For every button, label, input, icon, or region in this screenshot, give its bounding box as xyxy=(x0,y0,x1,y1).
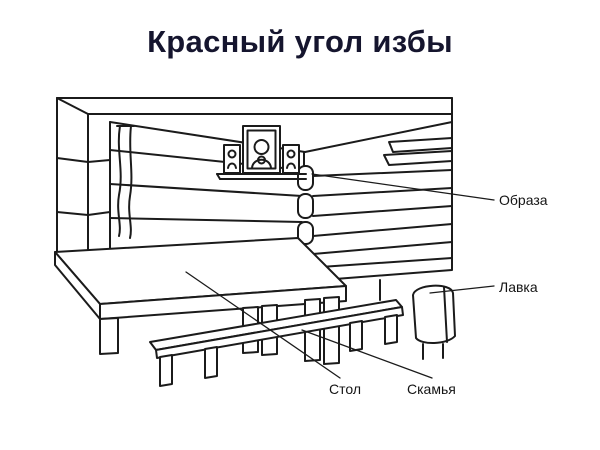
page-title: Красный угол избы xyxy=(147,24,453,59)
label-bench: Скамья xyxy=(407,381,456,397)
leader-line-skamya xyxy=(301,329,433,379)
leader-line-lavka xyxy=(429,285,495,294)
wall-shelf xyxy=(383,137,453,166)
leader-lines xyxy=(185,173,495,379)
label-icons: Образа xyxy=(499,192,548,208)
label-wall-bench: Лавка xyxy=(499,279,538,295)
curtain xyxy=(116,125,135,239)
leader-line-stol xyxy=(185,271,341,379)
stool-drawing xyxy=(412,284,456,360)
leader-line-obraza xyxy=(311,173,495,201)
bench-drawing xyxy=(149,299,404,387)
label-table: Стол xyxy=(329,381,362,397)
icon-shelf xyxy=(216,125,307,180)
